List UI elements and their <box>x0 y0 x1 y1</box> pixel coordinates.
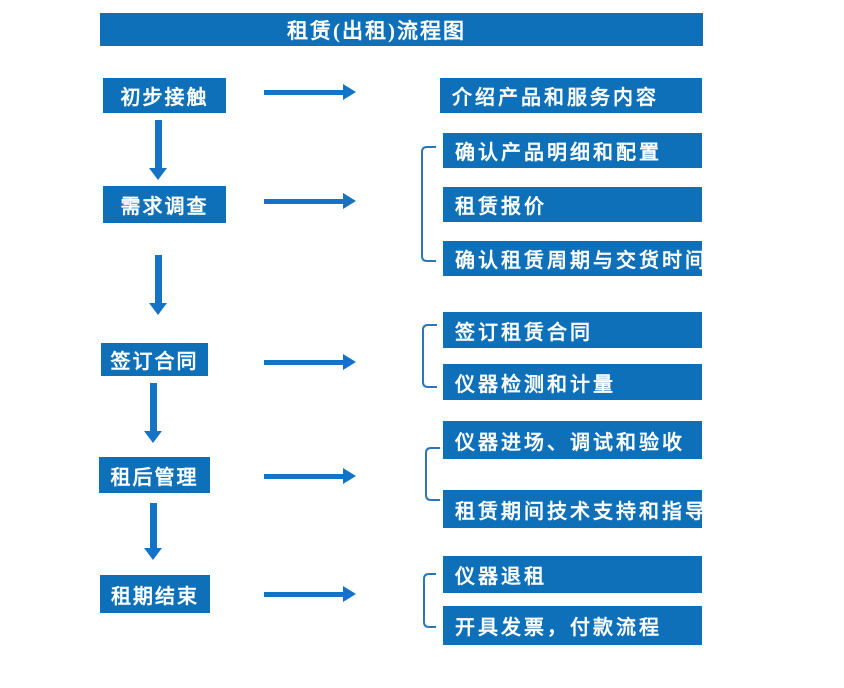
stage-box-rental-end: 租期结束 <box>100 575 210 613</box>
detail-box-rental-quotation: 租赁报价 <box>443 187 702 222</box>
group-bracket-icon <box>425 447 440 501</box>
detail-box-confirm-product-details: 确认产品明细和配置 <box>443 133 702 168</box>
right-arrow-icon <box>264 584 356 604</box>
down-arrow-icon <box>149 120 167 180</box>
right-arrow-icon <box>264 352 356 372</box>
detail-box-sign-rental-contract: 签订租赁合同 <box>443 312 702 348</box>
page-title: 租赁(出租)流程图 <box>100 13 703 46</box>
down-arrow-icon <box>144 503 162 560</box>
detail-box-instrument-return: 仪器退租 <box>443 556 702 593</box>
detail-box-instrument-entry-commissioning: 仪器进场、调试和验收 <box>443 421 702 459</box>
detail-box-introduce-products-services: 介绍产品和服务内容 <box>440 78 702 113</box>
stage-box-initial-contact: 初步接触 <box>103 78 226 113</box>
group-bracket-icon <box>422 324 437 388</box>
group-bracket-icon <box>421 146 436 262</box>
detail-box-confirm-rental-period-delivery: 确认租赁周期与交货时间 <box>443 241 705 276</box>
stage-box-post-rental-management: 租后管理 <box>99 457 210 493</box>
down-arrow-icon <box>144 383 162 443</box>
group-bracket-icon <box>423 573 436 628</box>
down-arrow-icon <box>149 255 167 315</box>
detail-box-instrument-testing-metering: 仪器检测和计量 <box>443 364 702 400</box>
right-arrow-icon <box>264 466 356 486</box>
stage-box-sign-contract: 签订合同 <box>101 343 208 376</box>
right-arrow-icon <box>264 191 356 211</box>
detail-box-invoice-payment-process: 开具发票，付款流程 <box>443 606 702 645</box>
stage-box-demand-survey: 需求调查 <box>103 186 226 223</box>
right-arrow-icon <box>264 82 356 102</box>
detail-box-technical-support-guidance: 租赁期间技术支持和指导 <box>443 490 705 528</box>
